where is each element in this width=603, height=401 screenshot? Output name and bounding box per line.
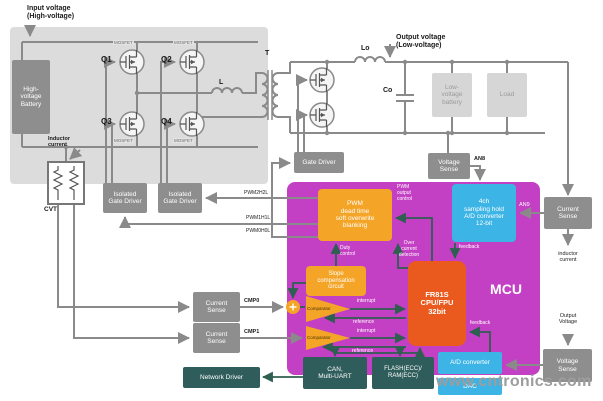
- input-voltage-label: Input voltage (High-voltage): [27, 5, 75, 21]
- inductor-current-label: Inductor current: [48, 136, 70, 149]
- inductor-current-note: inductor current: [558, 251, 578, 264]
- q4-label: Q4: [161, 117, 172, 126]
- cvt-label: CVT: [44, 206, 57, 213]
- comparator-1-label: Comparator: [307, 306, 331, 311]
- fr81s-cpu-block: FR81S CPU/FPU 32bit: [408, 261, 466, 346]
- inductor-l-symbol: [211, 87, 243, 94]
- mosfet-q1-symbol: [119, 49, 145, 75]
- lv-battery-block: Low- voltage battery: [432, 73, 472, 117]
- output-voltage-label: Output voltage (Low-voltage): [396, 34, 446, 50]
- flash-ram-block: FLASH(ECC)/ RAM(ECC): [372, 357, 434, 389]
- slope-compensation-block: Slope compensation circuit: [306, 266, 366, 296]
- feedback-cpu-label: feedback: [470, 320, 491, 326]
- isolated-gate-driver-1-block: Isolated Gate Driver: [103, 183, 147, 213]
- signal-wiring: [262, 212, 491, 383]
- interrupt-1-label: interrupt: [357, 298, 376, 304]
- an9-label: AN9: [519, 202, 530, 208]
- cmp1-label: CMP1: [244, 329, 260, 335]
- an8-label: AN8: [474, 156, 486, 162]
- load-block: Load: [487, 73, 527, 117]
- comparator-1-symbol: [306, 296, 350, 322]
- over-current-detection-label: Over current detection: [398, 240, 420, 258]
- summing-junction: [286, 300, 300, 314]
- comparator-2-label: Comparator: [307, 335, 331, 340]
- sampling-adc-block: 4ch sampling hold A/D converter 12-bit: [452, 184, 516, 242]
- mosfet-q2-label: MOSFET: [173, 40, 194, 46]
- mosfet-sync-rect-1-symbol: [309, 67, 335, 93]
- pwm1h1l-label: PWM1H1L: [246, 215, 271, 221]
- mosfet-q2-symbol: [179, 49, 205, 75]
- capacitor-co-symbol: [396, 62, 414, 133]
- mosfet-q3-label: MOSFET: [113, 138, 134, 144]
- inductor-lo-symbol: [354, 56, 386, 63]
- cvt-symbol: [47, 161, 85, 205]
- current-sense-cmp1-block: Current Sense: [193, 323, 240, 353]
- current-sense-right-block: Current Sense: [544, 197, 592, 229]
- transformer-primary: [261, 72, 269, 118]
- mosfet-q3-symbol: [119, 111, 145, 137]
- mosfet-sync-rect-2-symbol: [309, 102, 335, 128]
- mosfet-q4-label: MOSFET: [173, 138, 194, 144]
- ad-converter-block: A/D converter: [438, 352, 502, 374]
- duty-control-label: Duty control: [340, 245, 356, 257]
- voltage-sense-top-block: Voltage Sense: [428, 153, 470, 179]
- q1-label: Q1: [101, 55, 112, 64]
- gate-driver-block: Gate Driver: [294, 152, 344, 173]
- dac-block: DAC: [438, 378, 502, 395]
- inductor-lo-label: Lo: [361, 45, 370, 52]
- hv-battery-block: High- voltage Battery: [12, 60, 50, 134]
- capacitor-co-label: Co: [383, 87, 393, 94]
- reference-2-label: reference: [352, 348, 374, 354]
- voltage-sense-bottom-block: Voltage Sense: [543, 349, 592, 382]
- comparator-2-symbol: [306, 326, 350, 350]
- pwm-block: PWM dead time soft overwrite blanking: [318, 189, 392, 241]
- junction-dots: [63, 59, 510, 150]
- mcu-label: MCU: [490, 281, 522, 297]
- q3-label: Q3: [101, 117, 112, 126]
- current-sense-cmp0-block: Current Sense: [193, 292, 240, 322]
- can-multi-uart-block: CAN, Multi-UART: [303, 357, 367, 389]
- isolated-gate-driver-2-block: Isolated Gate Driver: [158, 183, 202, 213]
- inductor-l-label: L: [219, 79, 224, 86]
- mosfet-q1-label: MOSFET: [113, 40, 134, 46]
- pwm0h0l-label: PWM0H0L: [246, 228, 271, 234]
- pwm-output-control-label: PWM output control: [397, 184, 413, 202]
- pwm2h2l-label: PWM2H2L: [244, 190, 269, 196]
- network-driver-block: Network Driver: [183, 367, 260, 388]
- cmp0-label: CMP0: [244, 298, 260, 304]
- feedback-adc-label: feedback: [459, 244, 480, 250]
- output-voltage-note: Output Voltage: [558, 313, 578, 326]
- mosfet-q4-symbol: [179, 111, 205, 137]
- watermark-text: www.cntronics.com: [436, 373, 592, 390]
- transformer-core: [267, 70, 273, 120]
- transformer-t-label: T: [265, 50, 270, 57]
- interrupt-2-label: interrupt: [357, 328, 376, 334]
- transformer-secondary: [271, 72, 279, 118]
- q2-label: Q2: [161, 55, 172, 64]
- reference-1-label: reference: [353, 319, 375, 325]
